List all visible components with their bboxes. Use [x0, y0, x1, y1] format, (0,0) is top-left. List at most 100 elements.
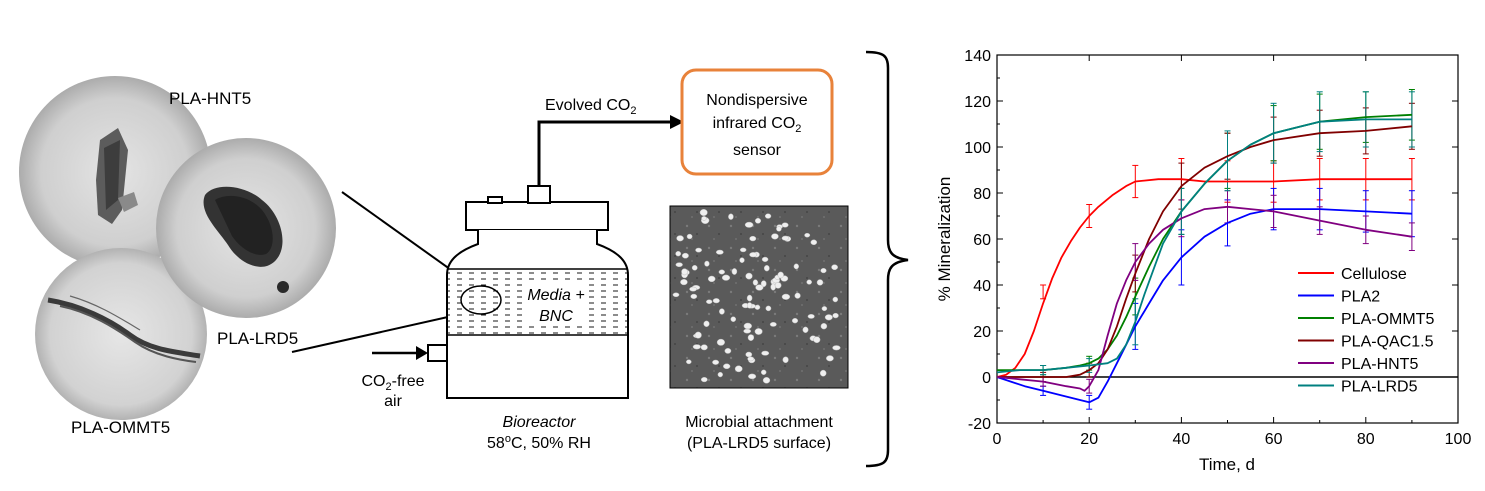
legend-label: PLA-HNT5 [1341, 356, 1418, 373]
sem-cell [794, 292, 801, 299]
sem-cell [694, 331, 702, 339]
sem-cell [716, 338, 725, 346]
legend-entry: PLA-LRD5 [1298, 379, 1418, 396]
sem-cell [824, 314, 833, 321]
sem-cell [749, 252, 758, 258]
sem-cell [724, 348, 732, 354]
sem-cell [672, 292, 680, 298]
sem-cell [747, 356, 755, 362]
sem-cell [739, 257, 745, 263]
curly-bracket [865, 50, 909, 468]
sem-cell [721, 274, 731, 281]
legend-label: PLA-LRD5 [1341, 379, 1418, 396]
bioreactor-vessel [427, 185, 629, 399]
sem-cell [730, 316, 737, 322]
legend-entry: PLA2 [1298, 289, 1380, 306]
sem-cell [832, 296, 839, 303]
sem-cell [739, 247, 747, 253]
sem-cell [748, 373, 757, 380]
sem-cell [712, 298, 720, 304]
sem-cell [764, 213, 772, 219]
legend-label: Cellulose [1341, 266, 1407, 283]
sem-cell [686, 233, 693, 240]
sem-cell [731, 268, 738, 275]
series-line-pla-lrd5 [997, 118, 1412, 374]
sem-cell [777, 271, 784, 279]
sem-cell [701, 216, 707, 221]
media-label-line2: BNC [539, 308, 573, 325]
sem-cell [681, 252, 689, 259]
sem-cell [681, 268, 688, 276]
y-axis-label: % Mineralization [935, 177, 954, 302]
bioreactor-label: Bioreactor [503, 414, 577, 431]
sem-cell [745, 272, 753, 280]
legend-entry: PLA-HNT5 [1298, 356, 1418, 373]
sem-cell [719, 308, 725, 315]
sem-cell [744, 221, 754, 228]
sem-cell [763, 265, 770, 272]
sem-cell [691, 265, 698, 271]
sem-cell [723, 363, 731, 370]
sem-cell [820, 323, 828, 330]
series-line-cellulose [997, 178, 1412, 378]
y-tick-label: 140 [964, 48, 991, 65]
sem-cell [769, 322, 777, 327]
sem-cell [699, 209, 708, 216]
sem-cell [690, 293, 698, 299]
sem-cell [774, 282, 782, 289]
y-tick-label: 40 [973, 278, 991, 295]
sem-cell [804, 232, 811, 238]
sem-cell [765, 305, 772, 312]
x-axis-label: Time, d [1199, 455, 1255, 474]
sem-cell [695, 247, 702, 253]
sem-cell [749, 235, 757, 242]
x-tick-label: 80 [1357, 431, 1375, 448]
media-label-line1: Media + [527, 287, 584, 304]
sem-cell [718, 269, 725, 275]
label-pla-ommt5: PLA-OMMT5 [71, 418, 170, 437]
sem-cell [675, 262, 683, 268]
sem-cell [747, 334, 755, 341]
co2-outlet-arrowhead [670, 115, 684, 129]
sem-cell [686, 359, 692, 365]
legend-entry: Cellulose [1298, 266, 1407, 283]
x-tick-label: 20 [1080, 431, 1098, 448]
bioreactor-conditions: 58oC, 50% RH [487, 433, 591, 452]
sem-cell [676, 235, 684, 242]
sem-cell [700, 377, 708, 383]
y-tick-label: 20 [973, 324, 991, 341]
sem-cell [761, 350, 770, 356]
series-line-pla-qac1-5 [997, 125, 1412, 378]
y-tick-label: 0 [982, 370, 991, 387]
sensor-label-line2: infrared CO2 [713, 115, 802, 135]
x-tick-label: 0 [993, 431, 1002, 448]
sem-cell [781, 235, 790, 241]
sem-cell [791, 318, 799, 324]
series-line-pla2 [997, 208, 1412, 404]
sem-cell [728, 213, 734, 220]
sem-cell [826, 355, 834, 362]
sem-cell [746, 294, 753, 302]
sem-cell [781, 293, 791, 300]
sem-cell [782, 356, 789, 364]
sem-cell [706, 299, 713, 304]
air-inlet-arrow [372, 346, 428, 360]
x-tick-label: 60 [1265, 431, 1283, 448]
sem-cell [743, 322, 752, 330]
sem-cell [762, 377, 771, 384]
x-tick-label: 100 [1445, 431, 1472, 448]
sem-caption-line2: (PLA-LRD5 surface) [687, 435, 831, 452]
sem-cell [793, 263, 799, 270]
sensor-label-line3: sensor [733, 142, 782, 159]
sem-cell [754, 217, 762, 224]
sem-cell [752, 279, 759, 286]
y-tick-label: 100 [964, 140, 991, 157]
sem-cell [734, 365, 743, 373]
tem-micrograph-lrd [156, 138, 336, 318]
sem-cell [761, 256, 769, 262]
series-line-pla-ommt5 [997, 113, 1412, 372]
sem-cell [816, 279, 824, 286]
legend-entry: PLA-OMMT5 [1298, 311, 1434, 328]
sem-cell [819, 369, 827, 377]
